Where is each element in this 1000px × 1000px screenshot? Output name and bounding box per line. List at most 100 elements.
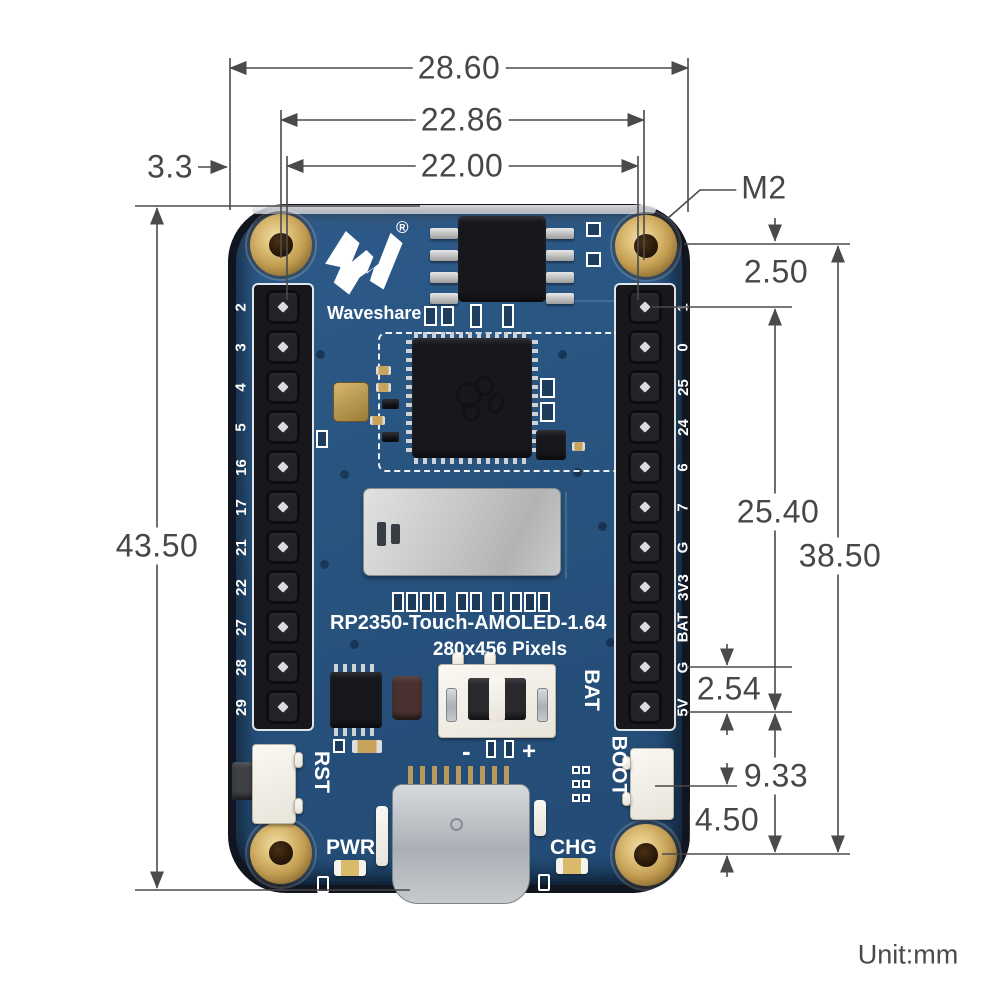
pwr-led — [334, 860, 366, 876]
usb-shell-mark — [450, 818, 463, 831]
pin-contact — [639, 541, 651, 553]
pin-socket — [254, 567, 312, 607]
pin-contact — [277, 501, 289, 513]
pin-socket-square — [628, 690, 662, 724]
pin-contact — [277, 621, 289, 633]
pin-socket — [616, 367, 674, 407]
silk-pad — [316, 430, 328, 448]
pin-contact — [639, 701, 651, 713]
chip-lead — [430, 250, 458, 261]
passive-pad — [586, 252, 601, 267]
chip-lead — [546, 228, 574, 239]
pin-number-label: BAT — [674, 612, 692, 642]
silk-pad — [540, 402, 555, 422]
boot-pad — [572, 780, 580, 788]
boot-button-tab — [622, 792, 631, 806]
pin-socket — [254, 447, 312, 487]
pin-socket — [254, 287, 312, 327]
pin-socket-square — [628, 530, 662, 564]
pin-contact — [277, 661, 289, 673]
pin-number-label: 28 — [232, 658, 250, 676]
pin-contact — [639, 581, 651, 593]
pin-socket — [254, 487, 312, 527]
dim-edge-to-pin: 3.3 — [142, 148, 198, 186]
usb-pins — [408, 766, 516, 784]
silk-pad — [540, 378, 555, 398]
pin-socket-square — [266, 610, 300, 644]
resistor-gold — [352, 740, 382, 753]
rst-label: RST — [310, 751, 333, 793]
pin-socket — [616, 447, 674, 487]
bat-contact — [446, 688, 457, 722]
chip-lead — [546, 272, 574, 283]
boot-pad — [582, 794, 590, 802]
fpc-pad — [420, 592, 432, 612]
mounting-hole-bottom-right — [615, 824, 677, 886]
rst-button-actuator — [232, 762, 254, 800]
pwr-label: PWR — [326, 836, 375, 859]
pin-number-label: 25 — [674, 378, 692, 396]
bat-divider — [489, 676, 505, 722]
dim-board-width: 28.60 — [412, 49, 506, 87]
model-silkscreen: RP2350-Touch-AMOLED-1.64 — [330, 612, 607, 634]
chip-lead — [546, 293, 574, 304]
dim-board-height: 43.50 — [110, 527, 204, 565]
pin-socket — [254, 327, 312, 367]
dim-hole-pitch-h: 22.86 — [415, 101, 509, 139]
pin-socket-square — [266, 290, 300, 324]
fpc-pad — [434, 592, 446, 612]
boot-pad — [572, 794, 580, 802]
pin-contact — [639, 661, 651, 673]
small-ic — [536, 430, 566, 460]
dim-pin-span: 25.40 — [731, 493, 825, 531]
pin-socket-square — [266, 370, 300, 404]
fpc-pad — [510, 592, 522, 612]
pin-socket-square — [266, 330, 300, 364]
boot-button — [630, 748, 674, 820]
usb-c-connector — [392, 784, 530, 904]
pin-socket-square — [628, 650, 662, 684]
pin-socket — [254, 527, 312, 567]
rst-button-tab — [294, 798, 303, 814]
bat-label: BAT — [579, 669, 603, 711]
pin-socket — [616, 287, 674, 327]
pwr-led-icon — [317, 876, 329, 893]
minus-mark: - — [462, 736, 471, 766]
hole-bore — [634, 843, 658, 867]
board-top-edge — [252, 205, 656, 214]
fpc-pad — [538, 592, 550, 612]
dim-hole-pitch-v: 38.50 — [793, 537, 887, 575]
shield-slot — [391, 524, 400, 544]
pin-number-label: 3 — [232, 342, 250, 352]
boot-button-tab — [622, 756, 631, 770]
pin-socket — [616, 407, 674, 447]
resolution-silkscreen: 280x456 Pixels — [432, 639, 568, 660]
pin-contact — [277, 541, 289, 553]
brand-silkscreen: Waveshare — [327, 303, 422, 323]
pin-socket-square — [628, 330, 662, 364]
dim-pin-to-hole: 9.33 — [738, 757, 814, 795]
pin-socket — [254, 687, 312, 727]
left-pin-sockets — [254, 287, 312, 727]
fpc-pad — [470, 592, 482, 612]
pin-contact — [639, 381, 651, 393]
right-pin-sockets — [616, 287, 674, 727]
display-connector-shield — [363, 488, 561, 576]
rst-button — [252, 744, 296, 824]
shield-slot — [377, 522, 386, 546]
capacitor — [572, 442, 585, 451]
charger-ic — [330, 672, 382, 728]
pin-socket — [616, 527, 674, 567]
mcu-pads-left — [406, 340, 412, 456]
dim-button-to-hole: 4.50 — [689, 801, 765, 839]
chg-label: CHG — [550, 836, 597, 859]
pin-contact — [639, 501, 651, 513]
pin-number-label: 22 — [232, 578, 250, 596]
pin-socket — [616, 607, 674, 647]
pin-socket-square — [266, 450, 300, 484]
pin-socket — [616, 687, 674, 727]
chip-lead — [430, 272, 458, 283]
pin-contact — [277, 461, 289, 473]
